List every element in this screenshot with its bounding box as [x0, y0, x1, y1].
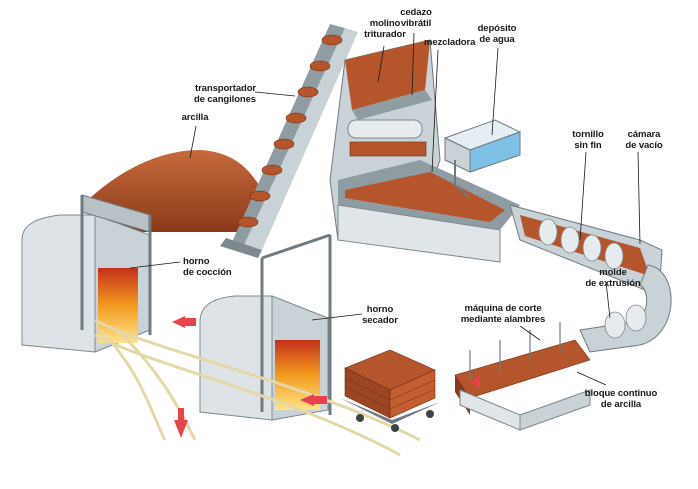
- rails: [94, 318, 421, 457]
- label-camara-de-vacio: cámara de vacío: [625, 129, 663, 151]
- label-arcilla: arcilla: [181, 112, 209, 123]
- label-bloque-continuo-de-arcilla: bloque continuo de arcilla: [584, 388, 658, 410]
- label-molino-triturador: molino triturador: [364, 18, 406, 40]
- label-cedazo-vibratil: cedazo vibrátil: [400, 7, 432, 29]
- arrow-to-drying-kiln: [300, 394, 314, 406]
- label-maquina-de-corte: máquina de corte mediante alambres: [460, 303, 546, 325]
- flow-arrows: [172, 316, 327, 438]
- label-mezcladora: mezcladora: [424, 37, 476, 48]
- label-tornillo-sin-fin: tornillo sin fin: [572, 129, 604, 151]
- firing-kiln: [21, 194, 152, 353]
- leader-lines: [129, 32, 641, 386]
- label-horno-de-coccion: horno de cocción: [183, 256, 232, 278]
- label-transportador-de-cangilones: transportador de cangilones: [193, 83, 256, 105]
- drying-kiln: [199, 233, 332, 421]
- water-tank: [443, 119, 522, 199]
- brick-cart: [340, 349, 440, 432]
- label-molde-de-extrusion: molde de extrusión: [585, 267, 641, 289]
- label-horno-secador: horno secador: [362, 304, 398, 326]
- cutting-machine: [454, 322, 591, 431]
- bucket-conveyor: [220, 24, 358, 258]
- extruder: [509, 204, 672, 353]
- arrow-exit: [174, 420, 188, 438]
- label-deposito-de-agua: depósito de agua: [477, 23, 517, 45]
- arrow-to-firing-kiln: [172, 316, 185, 328]
